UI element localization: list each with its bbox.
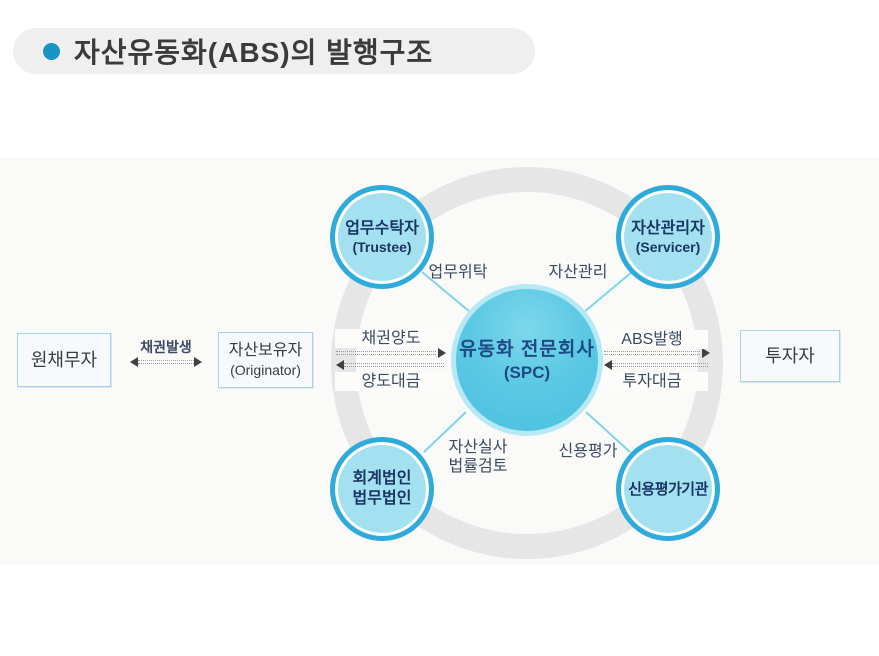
box-originator-line1: 자산보유자: [228, 342, 303, 359]
node-rating-name: 신용평가기관: [628, 480, 708, 498]
arrowhead-left-icon: [336, 360, 344, 370]
arrowhead-right-icon: [194, 357, 202, 367]
node-firms-line2: 법무법인: [352, 490, 412, 507]
box-originator: 자산보유자 (Originator): [218, 332, 313, 388]
bullet-icon: [43, 42, 60, 60]
arrowhead-right-icon: [438, 348, 446, 358]
label-due-diligence: 자산실사 법률검토: [432, 438, 524, 476]
arrow-asset-transfer: [336, 351, 436, 355]
arrowhead-right-icon: [702, 348, 710, 358]
node-trustee-name: 업무수탁자: [345, 219, 419, 237]
node-servicer: 자산관리자 (Servicer): [616, 185, 720, 289]
label-transfer-payment: 양도대금: [335, 372, 447, 391]
label-asset-transfer: 채권양도: [335, 329, 447, 348]
node-servicer-name: 자산관리자: [631, 219, 705, 237]
arrow-abs-issuance: [604, 351, 700, 355]
node-firms-line1: 회계법인: [352, 470, 412, 487]
arrowhead-left-icon: [604, 360, 612, 370]
box-originator-line2: (Originator): [230, 362, 301, 378]
node-spc-name: 유동화 전문회사: [459, 338, 595, 360]
node-servicer-subname: (Servicer): [635, 238, 701, 255]
node-trustee: 업무수탁자 (Trustee): [330, 185, 434, 289]
box-debtor: 원채무자: [17, 333, 111, 387]
node-rating: 신용평가기관: [616, 437, 720, 541]
box-investor-label: 투자자: [765, 346, 815, 366]
node-spc: 유동화 전문회사 (SPC): [451, 284, 603, 436]
box-debtor-label: 원채무자: [30, 350, 98, 370]
arrow-investment-funds: [612, 363, 708, 367]
label-asset-management: 자산관리: [548, 264, 608, 281]
node-spc-subname: (SPC): [503, 362, 551, 382]
label-investment-funds: 투자대금: [596, 372, 708, 391]
label-abs-issuance: ABS발행: [596, 330, 708, 349]
node-firms: 회계법인 법무법인: [330, 437, 434, 541]
label-credit-rating: 신용평가: [558, 443, 618, 460]
page-title: 자산유동화(ABS)의 발행구조: [74, 37, 434, 68]
node-trustee-subname: (Trustee): [352, 238, 412, 255]
arrow-credit-origination: [138, 360, 194, 364]
arrowhead-left-icon: [130, 357, 138, 367]
label-due-diligence-line2: 법률검토: [448, 458, 508, 475]
label-due-diligence-line1: 자산실사: [448, 439, 508, 456]
arrow-transfer-payment: [344, 363, 444, 367]
label-credit-origination: 채권발생: [140, 339, 192, 355]
box-investor: 투자자: [740, 330, 840, 382]
title-bar: 자산유동화(ABS)의 발행구조: [13, 28, 535, 74]
